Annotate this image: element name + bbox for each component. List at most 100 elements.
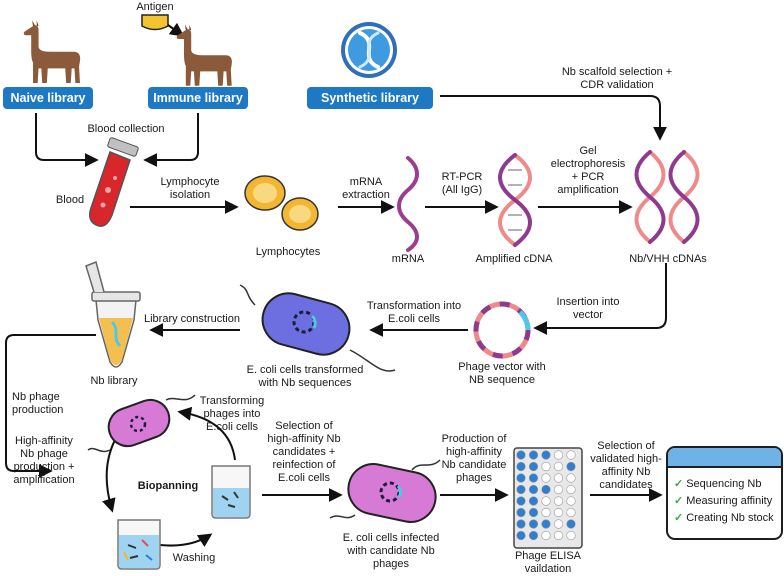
elisa-well <box>516 496 526 506</box>
result-item-stock: ✓Creating Nb stock <box>674 512 774 524</box>
elisa-well <box>566 507 576 518</box>
antigen-label: Antigen <box>136 1 174 13</box>
elisa-well <box>553 461 564 472</box>
elisa-well <box>553 530 564 541</box>
elisa-well <box>541 530 551 541</box>
nb-vhh-cdnas-icon <box>634 150 700 244</box>
check-icon: ✓ <box>674 512 684 524</box>
immune-llama-icon <box>176 24 232 86</box>
elisa-well <box>541 519 551 529</box>
elisa-well <box>553 484 564 495</box>
elisa-well <box>516 507 526 518</box>
blood-collection-label: Blood collection <box>87 123 165 135</box>
ecoli-transformed-icon <box>239 284 396 372</box>
phage-vector-icon <box>473 301 531 359</box>
elisa-well <box>528 530 539 541</box>
elisa-well <box>528 484 539 495</box>
synthetic-to-cdna-arrow <box>440 95 667 141</box>
elisa-well <box>566 496 576 506</box>
elisa-well <box>528 473 539 483</box>
library-to-biopanning-arrow <box>5 334 96 478</box>
mrna-icon <box>397 156 419 252</box>
elisa-well <box>516 450 526 460</box>
amplified-cdna-icon <box>498 153 532 247</box>
elisa-well <box>566 461 576 472</box>
elisa-well <box>516 461 526 472</box>
lymphocytes-icon <box>244 175 319 231</box>
elisa-well <box>541 484 551 495</box>
results-panel: ✓Sequencing Nb ✓Measuring affinity ✓Crea… <box>666 446 783 540</box>
mrna-label: mRNA <box>391 253 425 265</box>
naive-library-button[interactable]: Naive library <box>3 87 93 109</box>
nb-library-tube-icon <box>85 260 141 368</box>
beaker-washing-icon <box>117 519 161 570</box>
beaker-phages-icon <box>211 465 251 519</box>
antigen-icon <box>141 14 169 31</box>
elisa-well <box>516 484 526 495</box>
results-panel-header <box>668 448 781 468</box>
library-construction-label: Library construction <box>144 313 240 325</box>
biopanning-ecoli-icon <box>87 394 196 453</box>
elisa-well <box>541 496 551 506</box>
synthetic-library-icon <box>341 22 397 78</box>
elisa-well <box>566 484 576 495</box>
elisa-well <box>553 473 564 483</box>
elisa-well <box>566 450 576 460</box>
antigen-arrow <box>167 22 185 37</box>
washing-label: Washing <box>172 552 216 564</box>
lymphocytes-label: Lymphocytes <box>255 246 321 258</box>
elisa-well <box>541 507 551 518</box>
elisa-well <box>528 507 539 518</box>
result-item-sequencing: ✓Sequencing Nb <box>674 478 762 490</box>
elisa-well <box>566 519 576 529</box>
elisa-well <box>516 473 526 483</box>
elisa-well <box>516 519 526 529</box>
nb-library-label: Nb library <box>90 375 138 387</box>
biopanning-label: Biopanning <box>137 480 199 492</box>
elisa-well <box>528 519 539 529</box>
elisa-well <box>566 530 576 541</box>
rt-pcr-label: RT-PCR(All IgG) <box>441 171 483 196</box>
amplified-cdna-label: Amplified cDNA <box>475 253 553 265</box>
elisa-well <box>528 461 539 472</box>
elisa-well <box>528 496 539 506</box>
immune-library-button[interactable]: Immune library <box>148 87 248 109</box>
elisa-well <box>541 473 551 483</box>
result-item-affinity: ✓Measuring affinity <box>674 495 773 507</box>
elisa-well <box>541 461 551 472</box>
elisa-plate-icon <box>513 447 583 549</box>
blood-label: Blood <box>55 194 85 206</box>
elisa-well <box>566 473 576 483</box>
ecoli-infected-icon <box>329 459 441 523</box>
elisa-well <box>516 530 526 541</box>
biopanning-cycle <box>102 406 236 547</box>
naive-llama-icon <box>23 20 81 84</box>
elisa-well <box>553 507 564 518</box>
elisa-well <box>553 519 564 529</box>
elisa-well <box>553 496 564 506</box>
synthetic-library-button[interactable]: Synthetic library <box>307 87 433 109</box>
nb-vhh-cdnas-label: Nb/VHH cDNAs <box>629 253 707 265</box>
elisa-well <box>528 450 539 460</box>
cdna-to-vector-arrow <box>533 263 667 335</box>
blood-tube-icon <box>89 137 139 227</box>
elisa-well <box>541 450 551 460</box>
check-icon: ✓ <box>674 478 684 490</box>
immune-to-blood-arrow <box>143 113 199 167</box>
elisa-well <box>553 450 564 460</box>
